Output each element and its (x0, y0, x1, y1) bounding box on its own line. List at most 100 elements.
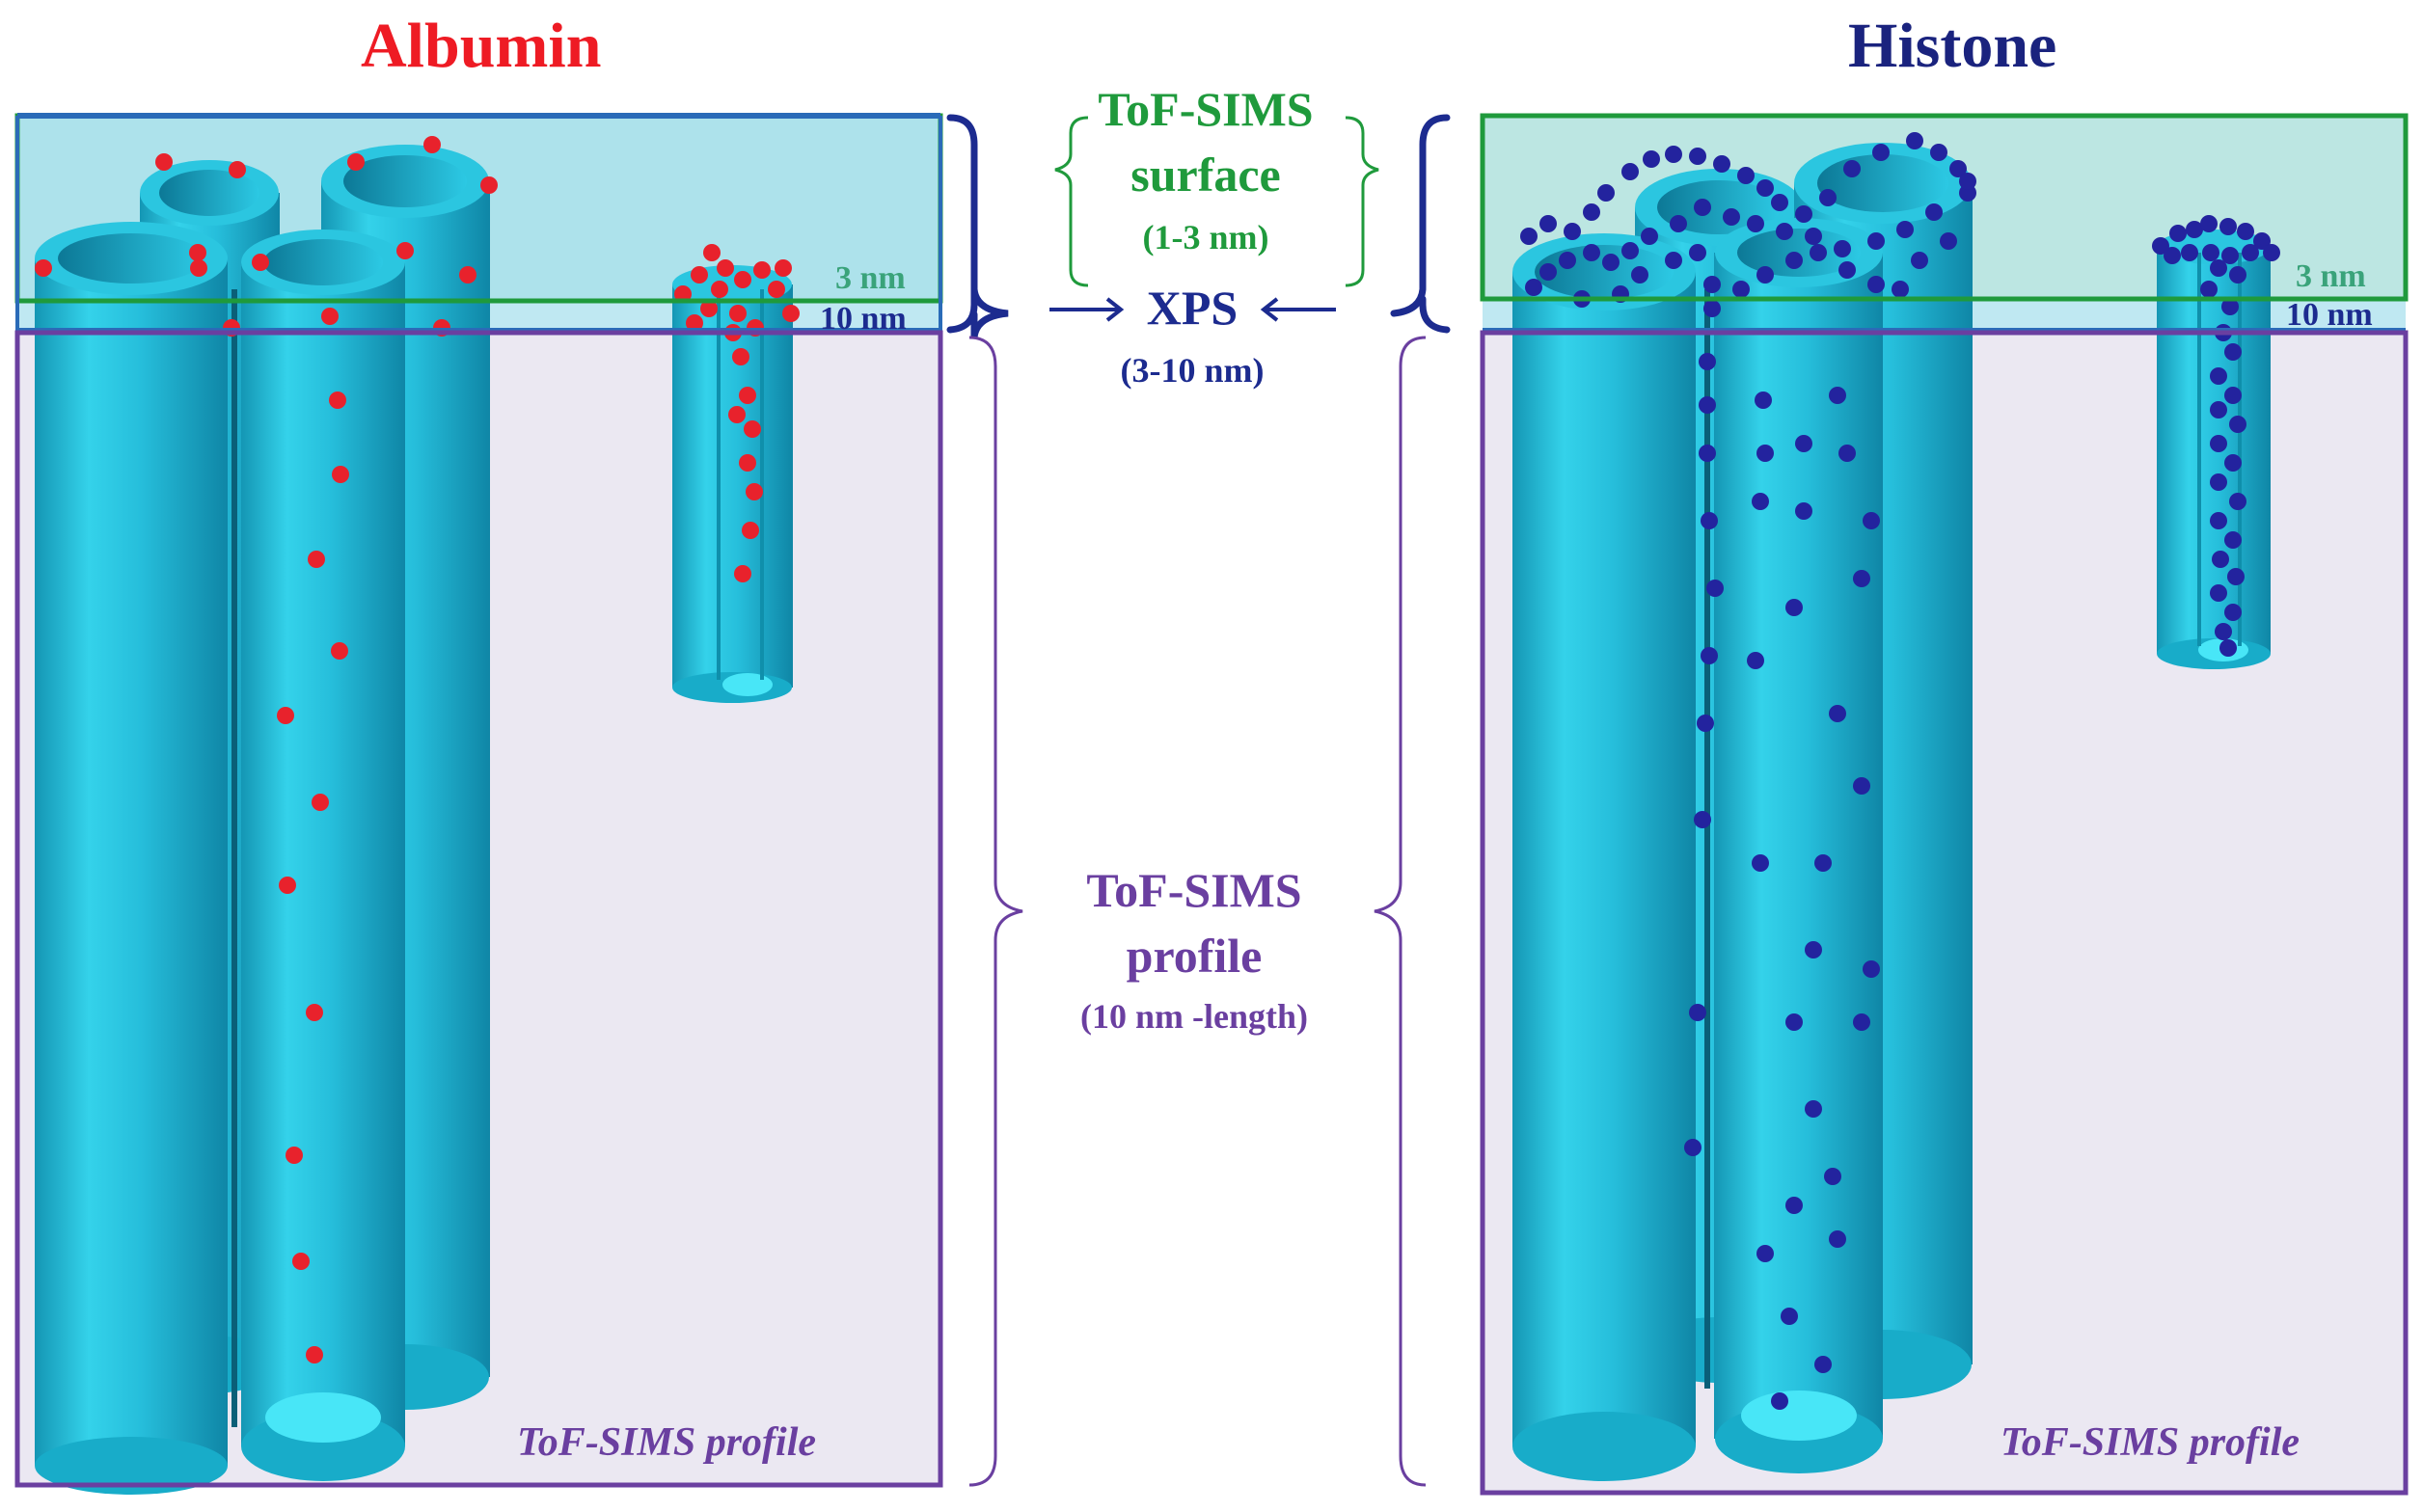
particle-dot (252, 254, 269, 271)
particle-dot (2210, 259, 2227, 277)
particle-dot (1752, 493, 1769, 510)
particle-dot (1701, 647, 1718, 664)
particle-dot (1703, 300, 1721, 317)
particle-dot (1771, 1392, 1788, 1410)
particle-dot (1843, 160, 1861, 177)
particle-dot (1684, 1139, 1702, 1156)
albumin-profile-label: ToF-SIMS profile (517, 1420, 817, 1465)
particle-dot (1911, 252, 1928, 269)
particle-dot (1689, 1004, 1706, 1021)
particle-dot (2221, 247, 2239, 264)
particle-dot (1925, 203, 1943, 221)
particle-dot (732, 348, 749, 365)
particle-dot (312, 794, 329, 811)
particle-dot (1834, 240, 1851, 257)
particle-dot (321, 308, 339, 325)
particle-dot (1737, 167, 1755, 184)
particle-dot (308, 551, 325, 568)
particle-dot (1665, 252, 1682, 269)
particle-dot (2186, 221, 2203, 238)
particle-dot (2200, 281, 2218, 298)
particle-dot (2221, 298, 2239, 315)
profile-region-outline (1480, 330, 2409, 1496)
particle-dot (1785, 1197, 1803, 1214)
particle-dot (728, 406, 746, 423)
particle-dot (2263, 244, 2280, 261)
particle-dot (1559, 252, 1576, 269)
particle-dot (2210, 512, 2227, 529)
xps-bracket-left (946, 114, 1009, 338)
particle-dot (1697, 715, 1714, 732)
particle-dot (1752, 854, 1769, 872)
particle-dot (2210, 367, 2227, 385)
particle-dot (1539, 215, 1557, 232)
particle-dot (35, 259, 52, 277)
surface-region-outline (1480, 113, 2409, 302)
particle-dot (2219, 218, 2237, 235)
particle-dot (331, 642, 348, 660)
particle-dot (279, 877, 296, 894)
albumin-large-nanotube-bundle (35, 145, 490, 1495)
particle-dot (700, 300, 718, 317)
particle-dot (1863, 512, 1880, 529)
particle-dot (1699, 353, 1716, 370)
particle-dot (1641, 228, 1658, 245)
particle-dot (1694, 811, 1711, 828)
particle-dot (1756, 266, 1774, 284)
particle-dot (1621, 242, 1639, 259)
particle-dot (1892, 281, 1909, 298)
particle-dot (2169, 225, 2187, 242)
particle-dot (2224, 604, 2242, 621)
particle-dot (1819, 189, 1837, 206)
particle-dot (1771, 194, 1788, 211)
particle-dot (1699, 445, 1716, 462)
histone-depth-3nm-label: 3 nm (2296, 258, 2366, 294)
particle-dot (1959, 173, 1976, 190)
particle-dot (2224, 387, 2242, 404)
profile-method-label: ToF-SIMS (1086, 863, 1302, 917)
particle-dot (1747, 652, 1764, 669)
profile-brace-left (968, 336, 1023, 1487)
particle-dot (1539, 263, 1557, 281)
nanotube (1714, 218, 1883, 1473)
particle-dot (1776, 223, 1793, 240)
particle-dot (768, 281, 785, 298)
particle-dot (1863, 960, 1880, 978)
particle-dot (277, 707, 294, 724)
particle-dot (2224, 531, 2242, 549)
particle-dot (332, 466, 349, 483)
particle-dot (703, 244, 721, 261)
particle-dot (1805, 941, 1822, 958)
particle-dot (2210, 435, 2227, 452)
albumin-panel (14, 113, 943, 1495)
profile-range-label: (10 nm -length) (1080, 997, 1308, 1036)
particle-dot (1795, 205, 1812, 223)
particle-dot (286, 1147, 303, 1164)
histone-dot-layer (1520, 132, 2280, 1410)
particle-dot (2210, 584, 2227, 602)
histone-profile-label: ToF-SIMS profile (2001, 1420, 2300, 1465)
albumin-title: Albumin (361, 11, 602, 81)
xps-bracket-right (1390, 114, 1451, 334)
particle-dot (1732, 281, 1750, 298)
particle-dot (746, 483, 763, 500)
particle-dot (155, 153, 173, 171)
particle-dot (1814, 1356, 1832, 1373)
particle-dot (1755, 392, 1772, 409)
particle-dot (480, 176, 498, 194)
particle-dot (396, 242, 414, 259)
particle-dot (1694, 199, 1711, 216)
particle-dot (423, 136, 441, 153)
particle-dot (1824, 1168, 1841, 1185)
surface-method-label: ToF-SIMS (1098, 82, 1314, 136)
surface-range-label: (1-3 nm) (1142, 218, 1269, 256)
particle-dot (744, 420, 761, 438)
surface-brace-left (1054, 116, 1089, 287)
particle-dot (1583, 203, 1600, 221)
particle-dot (2152, 237, 2169, 255)
particle-dot (1525, 279, 1542, 296)
particle-dot (1703, 276, 1721, 293)
profile-brace-right (1374, 336, 1427, 1487)
particle-dot (1643, 150, 1660, 168)
particle-dot (1689, 244, 1706, 261)
